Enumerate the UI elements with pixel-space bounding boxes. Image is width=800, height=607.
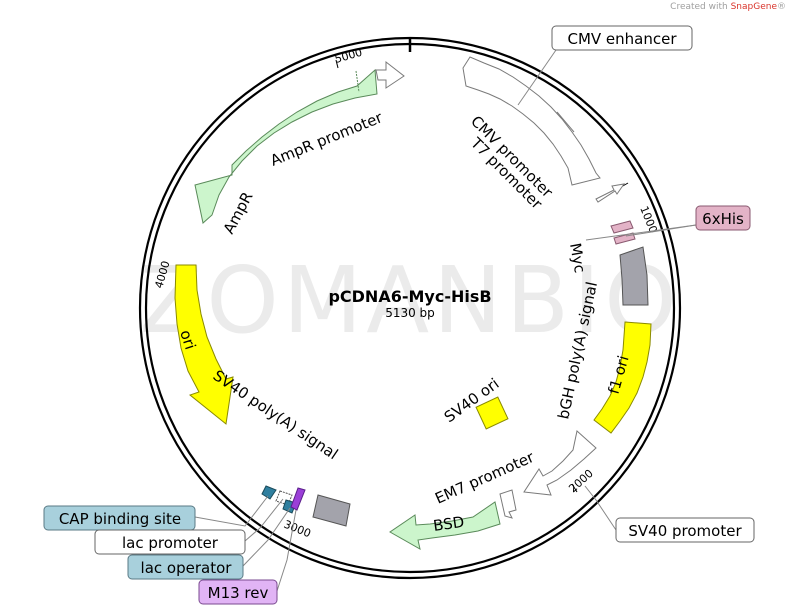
ampr-promoter-arrow <box>375 60 405 89</box>
zomanbio-watermark: ZOMANBIO <box>139 247 680 354</box>
sv40-promoter-leader <box>584 485 617 531</box>
ampr-promoter-label: AmpR promoter <box>268 108 386 170</box>
cmv-enhancer-label: CMV enhancer <box>567 30 677 48</box>
m13-rev-feature <box>290 487 306 511</box>
cmv-boundary <box>556 111 575 133</box>
tick-3000: 3000 <box>282 518 313 541</box>
cap-binding-site-feature <box>261 485 277 500</box>
bsd-label: BSD <box>432 513 465 535</box>
tick-5000-mark <box>335 59 339 69</box>
m13-rev-leader <box>276 509 297 592</box>
lac-promoter-box <box>94 529 246 555</box>
cap-site-label: CAP binding site <box>59 510 181 528</box>
bgh-polya-block <box>619 246 649 306</box>
ampr-label: AmpR <box>220 189 257 237</box>
plasmid-size: 5130 bp <box>385 306 435 320</box>
ori-arrow <box>174 264 234 425</box>
cmv-enhancer-box <box>551 25 693 51</box>
sv40-polya-label: SV40 poly(A) signal <box>210 366 342 463</box>
cmv-enhancer-promoter-arrow <box>462 56 601 186</box>
cap-site-leader <box>194 495 269 527</box>
lac-promoter-leader <box>244 498 284 542</box>
sv40-promoter-box <box>615 517 755 543</box>
his6-label: 6xHis <box>702 210 744 228</box>
m13-rev-label: M13 rev <box>208 584 269 602</box>
sv40-promoter-label: SV40 promoter <box>628 522 742 540</box>
em7-promoter-label: EM7 promoter <box>432 448 537 508</box>
his6-leader-2 <box>585 224 697 241</box>
myc-label: Myc <box>566 242 589 275</box>
tick-2000: 2000 <box>566 467 596 495</box>
ampr-arrow <box>194 68 378 224</box>
sv40-polya-block <box>312 494 351 527</box>
bsd-arrow <box>389 501 501 550</box>
sv40-ori-feature <box>475 396 509 430</box>
em7-promoter-arrow <box>499 489 517 519</box>
m13-rev-box <box>198 579 278 605</box>
cmv-enhancer-leader <box>517 49 557 106</box>
sv40-promoter-arrow <box>523 430 597 496</box>
f1-ori-arrow <box>593 321 652 434</box>
ampr-boundary <box>355 70 360 93</box>
t7-promoter-arrow <box>595 183 626 203</box>
lac-operator-label: lac operator <box>141 559 233 577</box>
snapgene-watermark: Created with SnapGene® <box>670 2 786 12</box>
myc-tag-feature <box>610 220 634 234</box>
tick-2000-mark <box>571 483 578 493</box>
lac-promoter-label: lac promoter <box>122 534 219 552</box>
lac-operator-box <box>127 554 244 580</box>
his6-box <box>695 205 751 231</box>
plasmid-name: pCDNA6-Myc-HisB <box>328 287 491 306</box>
lac-operator-leader <box>242 507 291 567</box>
ori-label: ori <box>176 328 199 352</box>
